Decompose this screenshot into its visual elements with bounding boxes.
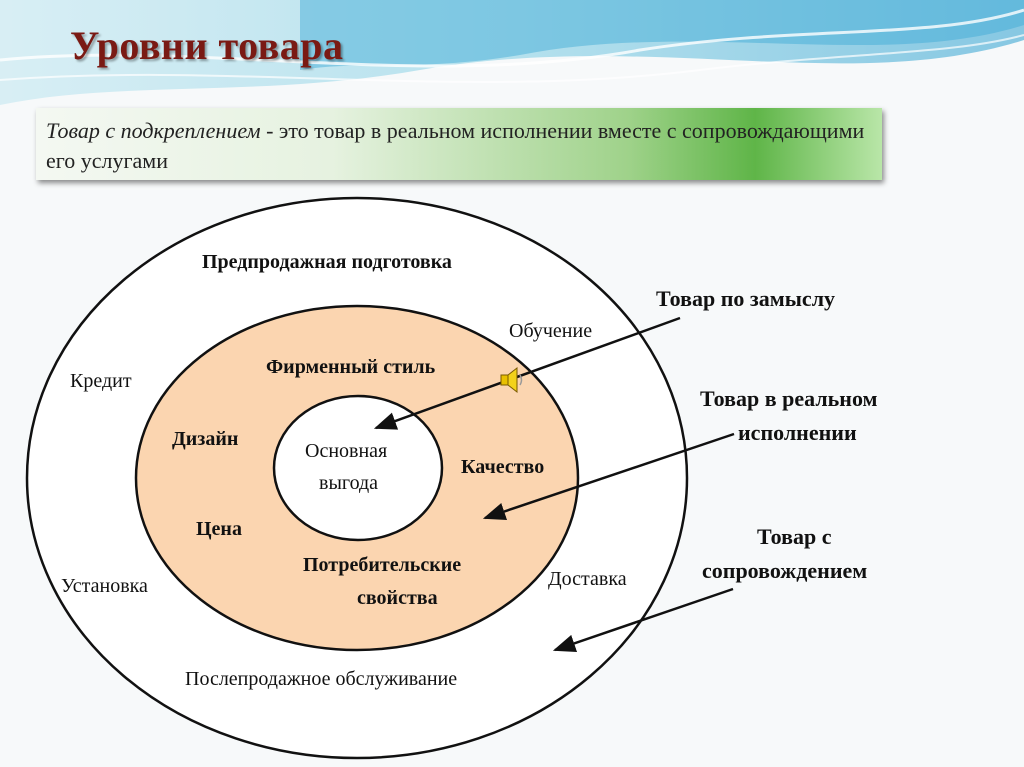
label-product-augmented-1: Товар с bbox=[757, 524, 832, 549]
label-core-1: Основная bbox=[305, 440, 388, 462]
label-product-concept: Товар по замыслу bbox=[656, 286, 836, 311]
label-installation: Установка bbox=[61, 575, 148, 597]
label-aftersale-service: Послепродажное обслуживание bbox=[185, 668, 458, 690]
label-product-actual-1: Товар в реальном bbox=[700, 386, 878, 411]
label-design: Дизайн bbox=[172, 428, 239, 450]
label-core-2: выгода bbox=[319, 472, 379, 494]
label-presale-prep: Предпродажная подготовка bbox=[202, 251, 452, 273]
label-product-augmented-2: сопровождением bbox=[702, 558, 868, 583]
label-product-actual-2: исполнении bbox=[738, 420, 857, 445]
label-consumer-props-1: Потребительские bbox=[303, 554, 462, 576]
arrow-augmented bbox=[552, 587, 734, 652]
header-wave bbox=[0, 0, 1024, 105]
speaker-icon[interactable] bbox=[499, 365, 525, 395]
label-credit: Кредит bbox=[70, 370, 132, 392]
label-consumer-props-2: свойства bbox=[357, 587, 438, 609]
definition-text: - это товар в реальном исполнении вместе… bbox=[46, 118, 865, 173]
arrow-concept bbox=[373, 316, 681, 430]
slide-title: Уровни товара bbox=[70, 23, 344, 68]
definition-box: Товар с подкреплением - это товар в реал… bbox=[36, 108, 882, 180]
arrow-actual bbox=[482, 432, 735, 521]
label-training: Обучение bbox=[509, 320, 593, 342]
label-quality: Качество bbox=[461, 456, 545, 478]
label-brand-style: Фирменный стиль bbox=[266, 356, 436, 378]
core-circle bbox=[272, 394, 444, 542]
label-delivery: Доставка bbox=[548, 568, 627, 590]
label-price: Цена bbox=[196, 518, 242, 540]
definition-term: Товар с подкреплением bbox=[46, 118, 261, 143]
